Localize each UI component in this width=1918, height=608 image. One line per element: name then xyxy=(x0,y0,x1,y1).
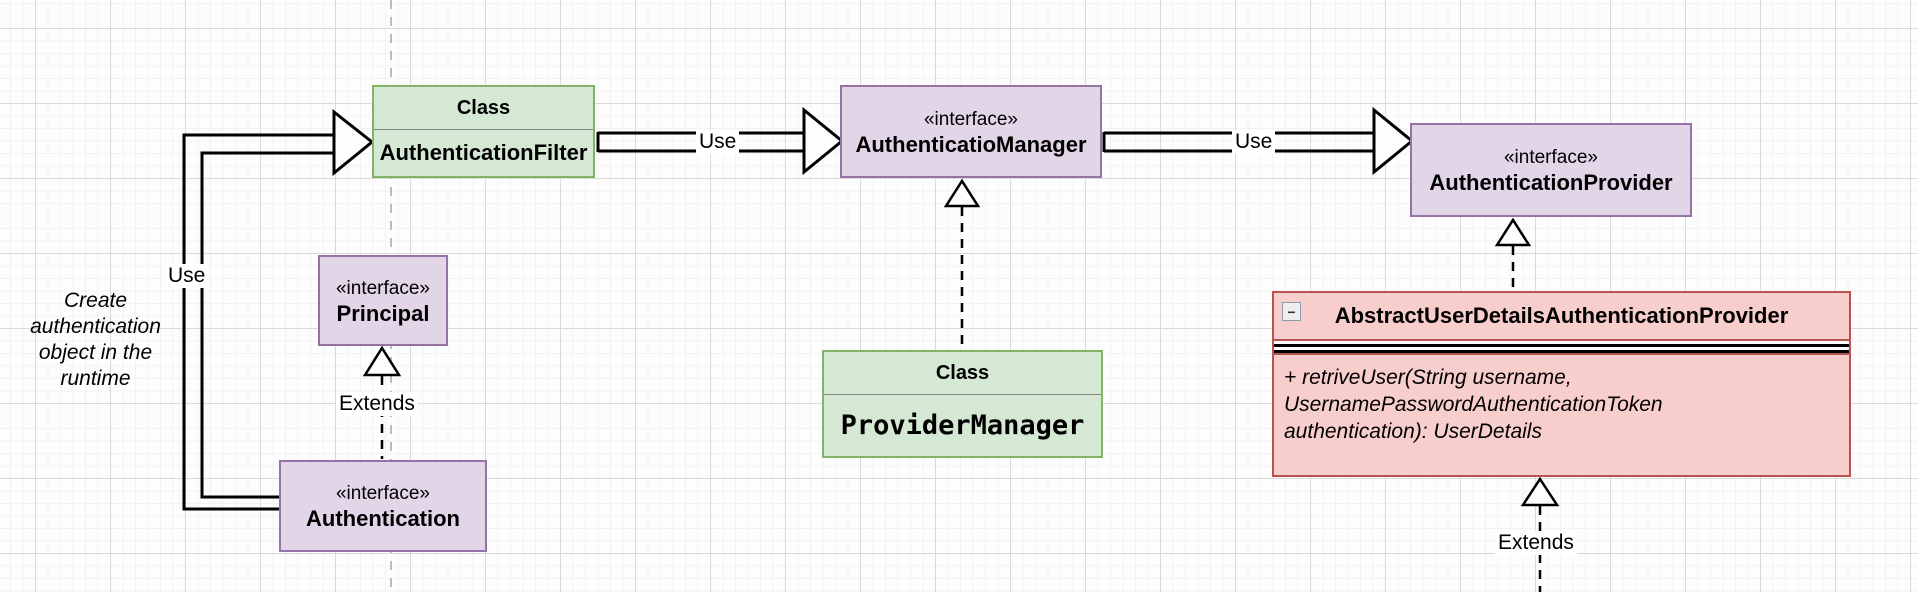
class-name: AuthenticationFilter xyxy=(379,140,588,165)
method-line: authentication): UserDetails xyxy=(1284,420,1542,443)
edge-extends-authentication-to-principal[interactable] xyxy=(362,345,402,459)
interface-stereotype: «interface» xyxy=(335,483,430,504)
edge-label-use-middle: Use xyxy=(696,130,740,154)
triangle-arrowhead-icon xyxy=(362,345,402,377)
edge-realize-providermanager-to-manager[interactable] xyxy=(943,178,981,349)
edge-extends-below-abstract[interactable] xyxy=(1520,476,1560,592)
edge-label-use-right: Use xyxy=(1232,130,1276,154)
node-authentication[interactable]: «interface» Authentication xyxy=(279,460,487,552)
open-arrowhead-icon xyxy=(332,108,375,177)
interface-stereotype: «interface» xyxy=(1503,147,1598,168)
node-provider-manager[interactable]: Class ProviderManager xyxy=(822,350,1103,458)
interface-name: Authentication xyxy=(306,506,460,531)
methods-compartment: + retriveUser(String username, UsernameP… xyxy=(1274,355,1849,475)
class-stereotype: Class xyxy=(374,87,593,130)
triangle-arrowhead-icon xyxy=(943,178,981,208)
empty-attributes-compartment xyxy=(1274,341,1849,355)
edge-label-extends-right: Extends xyxy=(1495,531,1577,555)
node-authentication-filter[interactable]: Class AuthenticationFilter xyxy=(372,85,595,178)
method-line: UsernamePasswordAuthenticationToken xyxy=(1284,393,1663,416)
edge-label-use-left: Use xyxy=(165,264,209,288)
method-line: + retriveUser(String username, xyxy=(1284,366,1572,389)
edge-use-authentication-to-filter[interactable] xyxy=(182,108,375,511)
edge-realize-abstract-to-provider[interactable] xyxy=(1494,217,1532,290)
class-stereotype: Class xyxy=(824,352,1101,395)
note-create-authentication: Create authentication object in the runt… xyxy=(30,289,161,390)
open-arrowhead-icon xyxy=(1372,106,1415,176)
node-authentication-provider[interactable]: «interface» AuthenticationProvider xyxy=(1410,123,1692,217)
interface-name: AuthenticationProvider xyxy=(1429,170,1673,195)
class-name: ProviderManager xyxy=(840,410,1085,441)
interface-stereotype: «interface» xyxy=(923,108,1018,130)
triangle-arrowhead-icon xyxy=(1494,217,1532,247)
node-abstract-user-details-authentication-provider[interactable]: − AbstractUserDetailsAuthenticationProvi… xyxy=(1272,291,1851,477)
interface-name: AuthenticatioManager xyxy=(855,131,1087,157)
triangle-arrowhead-icon xyxy=(1520,476,1560,507)
open-arrowhead-icon xyxy=(802,106,845,176)
abstract-class-name: AbstractUserDetailsAuthenticationProvide… xyxy=(1334,303,1789,328)
interface-stereotype: «interface» xyxy=(335,277,430,299)
node-authentication-manager[interactable]: «interface» AuthenticatioManager xyxy=(840,85,1102,178)
interface-name: Principal xyxy=(336,300,430,326)
node-principal[interactable]: «interface» Principal xyxy=(318,255,448,346)
collapse-minus-icon[interactable]: − xyxy=(1282,302,1301,321)
edge-label-extends-left: Extends xyxy=(336,392,418,416)
